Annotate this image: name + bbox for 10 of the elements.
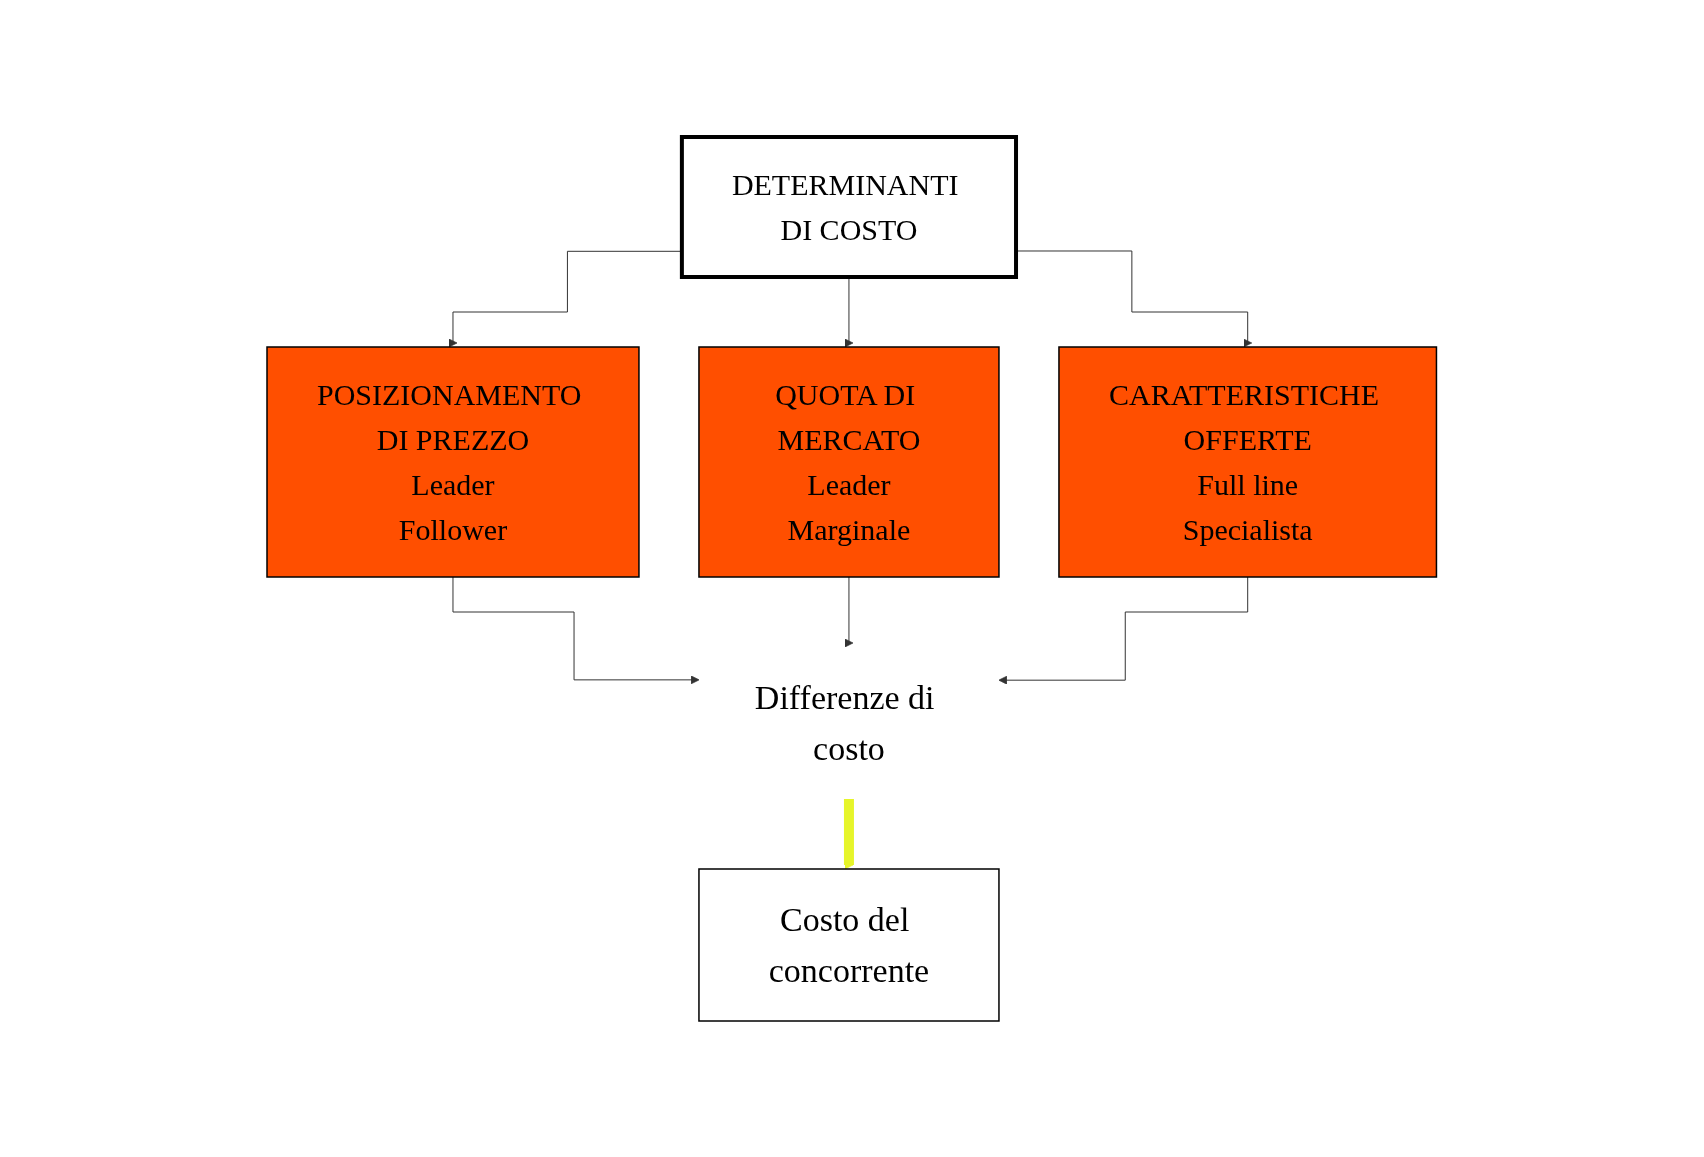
node-box: POSIZIONAMENTO DI PREZZO Leader Follower — [266, 345, 640, 578]
arrow — [844, 276, 854, 347]
node-box: Costo del concorrente — [698, 867, 1000, 1022]
node-box: DETERMINANTI DI COSTO — [680, 134, 1019, 279]
arrow — [998, 576, 1249, 685]
node-box: CARATTERISTICHE OFFERTE Full line Specialista — [1058, 345, 1438, 578]
node-box: QUOTA DI MERCATO Leader Marginale — [698, 345, 1000, 578]
arrow — [452, 576, 700, 684]
arrow — [844, 576, 854, 647]
node-text: Differenze di costo — [755, 678, 935, 767]
